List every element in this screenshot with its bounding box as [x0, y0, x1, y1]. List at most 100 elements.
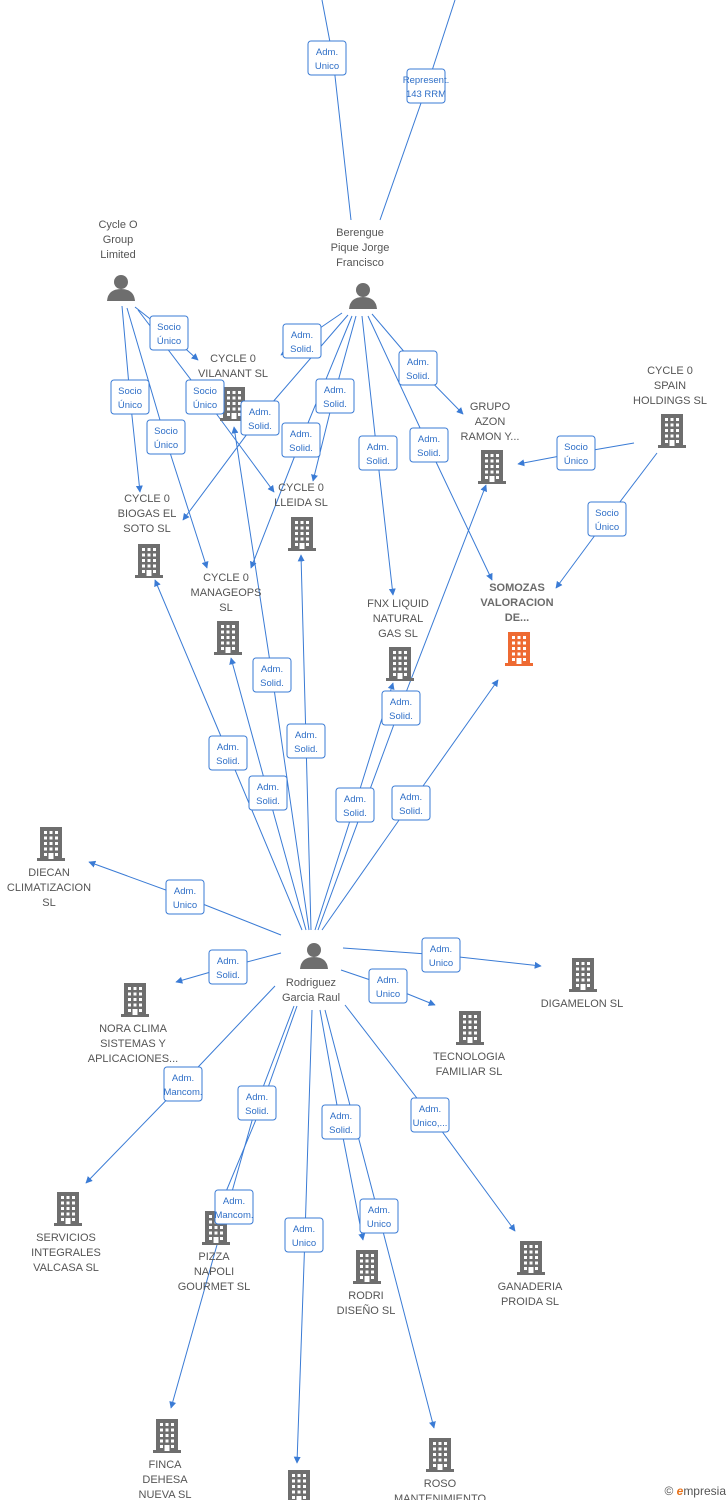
building-window [209, 1220, 212, 1224]
building-door [65, 1218, 71, 1224]
edge-label-box [237, 1085, 277, 1121]
node-somozas[interactable]: SOMOZASVALORACIONDE... [480, 582, 554, 666]
building-window [292, 1496, 295, 1499]
building-door [225, 647, 231, 653]
building-window [227, 396, 230, 400]
building-window [226, 641, 230, 645]
edge-label-text: Solid. [406, 371, 430, 382]
edge-label-e_be_vil[interactable]: Adm.Solid. [282, 323, 322, 359]
node-digamelon[interactable]: DIGAMELON SL [541, 958, 624, 1010]
edge-label-e_be_man[interactable]: Adm.Solid. [281, 422, 321, 458]
node-label: INTEGRALES [31, 1247, 101, 1259]
edge-label-e_be_fnx[interactable]: Adm.Solid. [358, 435, 398, 471]
edge-label-e_ro_som[interactable]: Adm.Solid. [391, 785, 431, 821]
edge-label-text: Solid. [289, 443, 313, 454]
building-door [164, 1445, 170, 1451]
edge-label-e_top1[interactable]: Adm.Unico [307, 40, 347, 76]
edge-label-e_ro_rod[interactable]: Adm.Solid. [321, 1104, 361, 1140]
edge-label-e_ro_die[interactable]: Adm.Unico [165, 879, 205, 915]
building-window [306, 537, 309, 541]
building-window [433, 1464, 436, 1467]
building-window [238, 413, 241, 416]
building-window [393, 656, 396, 660]
building-window [49, 836, 53, 840]
building-window [232, 630, 235, 634]
edge-label-e_ro_man[interactable]: Adm.Solid. [248, 775, 288, 811]
node-label: SERVICIOS [36, 1232, 96, 1244]
edge-label-e_ro_ser[interactable]: Adm.Mancom. [163, 1066, 203, 1102]
edge-label-e_ro_vil[interactable]: Adm.Solid. [252, 657, 292, 693]
edge-label-e_ro_bio[interactable]: Adm.Solid. [208, 735, 248, 771]
edge-label-e_be_lle[interactable]: Adm.Solid. [315, 378, 355, 414]
edge-label-e_ro_fin[interactable]: Adm.Solid. [237, 1085, 277, 1121]
building-window [297, 1485, 301, 1488]
edge-label-e_ro_fnx[interactable]: Adm.Solid. [335, 787, 375, 823]
edge-label-e_ro_piz[interactable]: Adm.Mancom. [214, 1189, 254, 1225]
edge-label-e_ro_nor[interactable]: Adm.Solid. [208, 949, 248, 985]
building-window [139, 1009, 142, 1012]
building-window [529, 1250, 533, 1254]
edge-label-box [556, 435, 596, 471]
edge-label-e_ro_ros[interactable]: Adm.Unico [359, 1198, 399, 1234]
edge-label-e_be_gru[interactable]: Adm.Solid. [398, 350, 438, 386]
building-window [512, 658, 515, 661]
building-window [72, 1201, 75, 1205]
person-icon [107, 275, 135, 301]
building-window [365, 1254, 369, 1257]
node-label: GANADERIA [498, 1281, 563, 1293]
building-door [231, 413, 237, 419]
building-window [44, 853, 47, 856]
edge-label-e_ro_unn[interactable]: Adm.Unico [284, 1217, 324, 1253]
building-window [147, 559, 151, 562]
edge-label-e_be_bio[interactable]: Adm.Solid. [240, 400, 280, 436]
edge-label-text: Adm. [261, 664, 283, 675]
edge-label-e_ro_tec[interactable]: Adm.Unico [368, 968, 408, 1004]
building-window [227, 407, 230, 411]
edge-label-box [248, 775, 288, 811]
edge-label-e_ro_dig[interactable]: Adm.Unico [421, 937, 461, 973]
building-window [438, 1447, 442, 1451]
building-window [297, 1479, 301, 1483]
node-label: LLEIDA SL [274, 497, 328, 509]
building-window [523, 636, 526, 639]
building-window [226, 630, 230, 634]
edge-label-e_ro_lle[interactable]: Adm.Solid. [286, 723, 326, 759]
edge-label-e_ro_gru[interactable]: Adm.Solid. [381, 690, 421, 726]
edge-line-e_top2 [379, 0, 456, 221]
node-label: Pique Jorge [331, 242, 390, 254]
edge-label-e_ro_gan[interactable]: Adm.Unico,... [410, 1097, 450, 1133]
building-window [463, 1026, 466, 1029]
building-window [44, 842, 47, 845]
building-window [587, 967, 590, 971]
node-unnamed_bottom[interactable] [285, 1470, 313, 1500]
edge-label-e_be_som[interactable]: Adm.Solid. [409, 427, 449, 463]
building-base [135, 575, 163, 578]
edge-label-e_top2[interactable]: Represent.143 RRM [403, 68, 449, 104]
building-window [72, 1218, 75, 1221]
